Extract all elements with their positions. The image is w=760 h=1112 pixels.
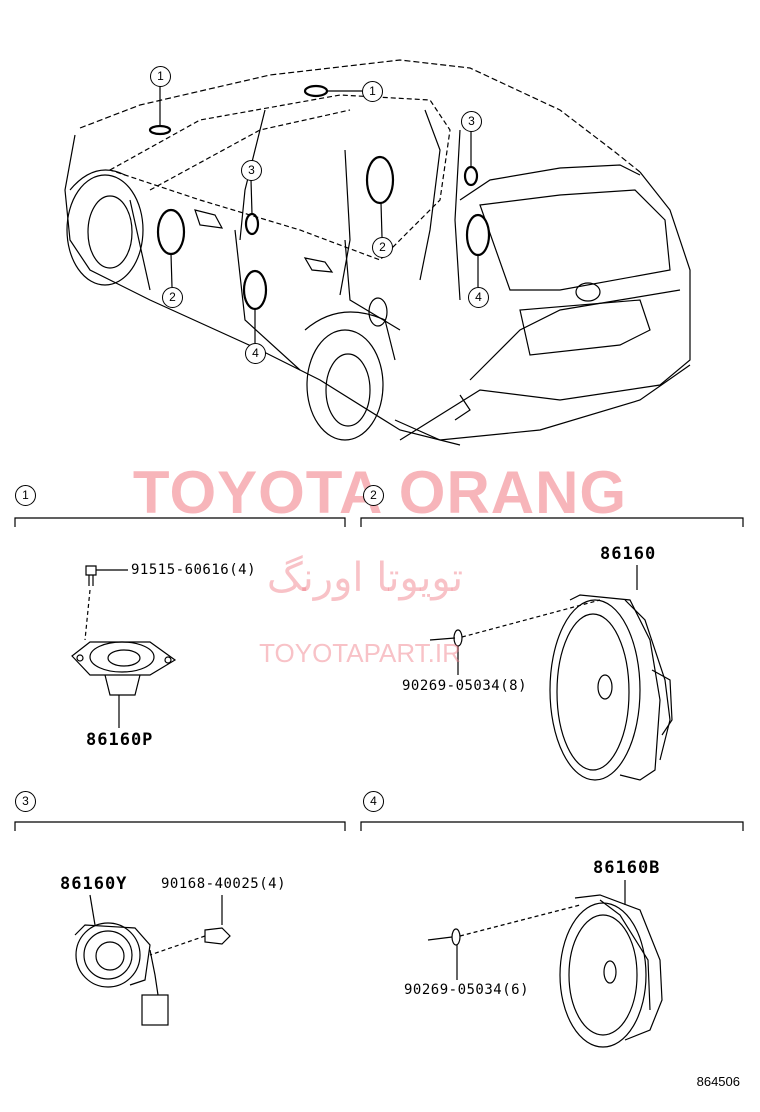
- vehicle-outline: [64, 59, 691, 446]
- part-label-90168-40025[interactable]: 90168-40025(4): [161, 876, 287, 892]
- part-label-91515-60616[interactable]: 91515-60616(4): [131, 562, 257, 578]
- section-2-number[interactable]: 2: [363, 485, 384, 506]
- part-label-86160[interactable]: 86160: [600, 544, 657, 564]
- part-86160B-drawing: [427, 880, 663, 1048]
- watermark-url: TOYOTAPART.IR: [259, 638, 461, 668]
- part-label-86160Y[interactable]: 86160Y: [60, 874, 128, 894]
- speaker-location-rings: [148, 84, 491, 311]
- section-4-number[interactable]: 4: [363, 791, 384, 812]
- part-86160Y-drawing: [74, 894, 231, 1026]
- callout-roof-front[interactable]: 1: [150, 66, 171, 87]
- callout-rear-door-lower[interactable]: 4: [245, 343, 266, 364]
- callout-front-door-upper[interactable]: 3: [241, 160, 262, 181]
- section-1-number[interactable]: 1: [15, 485, 36, 506]
- callout-rear-pillar-upper[interactable]: 3: [461, 111, 482, 132]
- part-label-90269-05034-6[interactable]: 90269-05034(6): [404, 982, 530, 998]
- part-label-90269-05034-8[interactable]: 90269-05034(8): [402, 678, 528, 694]
- callout-rear-quarter-main[interactable]: 4: [468, 287, 489, 308]
- callout-roof-rear[interactable]: 1: [362, 81, 383, 102]
- callout-front-door-main[interactable]: 2: [162, 287, 183, 308]
- part-86160P-drawing: [71, 565, 177, 728]
- part-label-86160P[interactable]: 86160P: [86, 730, 154, 750]
- diagram-id: 864506: [696, 1074, 740, 1089]
- leader-lines: [159, 85, 479, 343]
- callout-rear-door-main[interactable]: 2: [372, 237, 393, 258]
- section-frames: [14, 517, 744, 831]
- part-label-86160B[interactable]: 86160B: [593, 858, 661, 878]
- part-86160-drawing: [429, 565, 673, 781]
- section-3-number[interactable]: 3: [15, 791, 36, 812]
- watermark-persian: تویوتا اورنگ: [266, 555, 464, 601]
